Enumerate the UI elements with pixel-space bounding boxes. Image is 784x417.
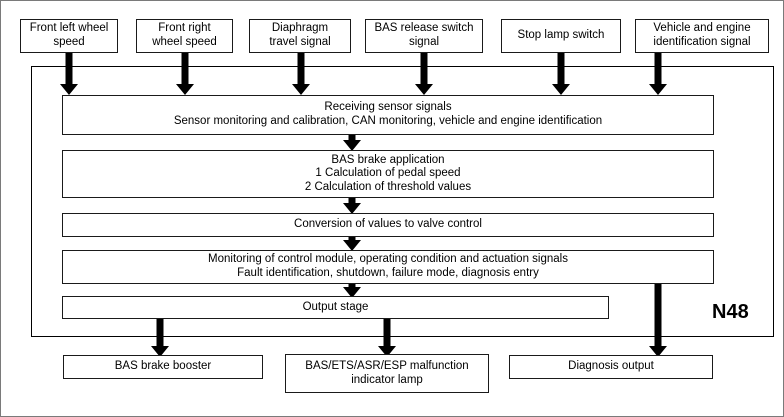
arrow-monitoring-to-output-stage (343, 284, 361, 298)
input-box-stop-lamp-switch[interactable]: Stop lamp switch (501, 19, 621, 53)
arrow-receiving-to-bas-brake-application (343, 135, 361, 151)
input-label-line: travel signal (269, 36, 331, 48)
output-box-bas-ets-asr-esp-malfunction-indicator-lamp[interactable]: BAS/ETS/ASR/ESP malfunction indicator la… (285, 354, 489, 393)
stage-label-line: 2 Calculation of threshold values (304, 180, 472, 193)
input-label-line: Diaphragm (271, 22, 329, 35)
output-label-line: indicator lamp (351, 373, 423, 386)
input-label-line: wheel speed (152, 36, 217, 48)
stage-label-line: Output stage (302, 300, 369, 313)
input-label-line: Front left wheel (29, 22, 109, 35)
input-label-line: Front right (158, 22, 211, 35)
n48-module-label: N48 (712, 301, 749, 323)
arrow-bas-brake-application-to-conversion (343, 198, 361, 214)
arrow-diaphragm-travel-signal-to-receiving (292, 53, 310, 95)
input-label-line: Vehicle and engine (653, 22, 751, 35)
input-box-front-left-wheel-speed[interactable]: Front left wheel speed (20, 19, 118, 53)
output-box-diagnosis-output[interactable]: Diagnosis output (509, 355, 713, 379)
stage-box-conversion-of-values-to-valve-control[interactable]: Conversion of values to valve control (62, 213, 714, 237)
arrow-monitoring-to-diagnosis-output (649, 284, 667, 357)
output-label-line: BAS brake booster (114, 360, 212, 373)
arrow-front-left-wheel-speed-to-receiving (60, 53, 78, 95)
n48-module-enclosure (31, 66, 774, 337)
input-label-line: Stop lamp switch (517, 29, 605, 42)
stage-label-line: 1 Calculation of pedal speed (315, 167, 461, 180)
input-label-line: signal (408, 36, 440, 48)
stage-box-receiving-sensor-signals[interactable]: Receiving sensor signals Sensor monitori… (62, 95, 714, 135)
stage-label-line: Receiving sensor signals (324, 101, 452, 114)
input-label-line: identification signal (653, 36, 751, 48)
arrow-output-stage-to-malfunction-indicator-lamp (378, 319, 396, 357)
stage-label-line: Fault identification, shutdown, failure … (237, 267, 539, 279)
arrow-vehicle-engine-identification-to-receiving (649, 53, 667, 95)
input-label-line: speed (53, 36, 85, 48)
input-box-vehicle-engine-identification-signal[interactable]: Vehicle and engine identification signal (635, 19, 769, 53)
stage-label-line: Conversion of values to valve control (294, 218, 482, 231)
stage-box-bas-brake-application[interactable]: BAS brake application 1 Calculation of p… (62, 150, 714, 198)
output-box-bas-brake-booster[interactable]: BAS brake booster (63, 355, 263, 379)
input-box-front-right-wheel-speed[interactable]: Front right wheel speed (136, 19, 233, 53)
stage-box-output-stage[interactable]: Output stage (62, 296, 609, 319)
input-box-diaphragm-travel-signal[interactable]: Diaphragm travel signal (249, 19, 351, 53)
stage-label-line: Monitoring of control module, operating … (208, 253, 568, 266)
arrow-bas-release-switch-signal-to-receiving (415, 53, 433, 95)
stage-box-monitoring-of-control-module[interactable]: Monitoring of control module, operating … (62, 250, 714, 284)
stage-label-line: Sensor monitoring and calibration, CAN m… (173, 115, 603, 127)
input-box-bas-release-switch-signal[interactable]: BAS release switch signal (365, 19, 483, 53)
input-label-line: BAS release switch (374, 22, 474, 35)
arrow-output-stage-to-bas-brake-booster (151, 319, 169, 357)
arrow-stop-lamp-switch-to-receiving (552, 53, 570, 95)
arrow-conversion-to-monitoring (343, 237, 361, 251)
arrow-front-right-wheel-speed-to-receiving (176, 53, 194, 95)
output-label-line: Diagnosis output (568, 360, 654, 373)
output-label-line: BAS/ETS/ASR/ESP malfunction (305, 359, 469, 372)
stage-label-line: BAS brake application (331, 153, 445, 166)
